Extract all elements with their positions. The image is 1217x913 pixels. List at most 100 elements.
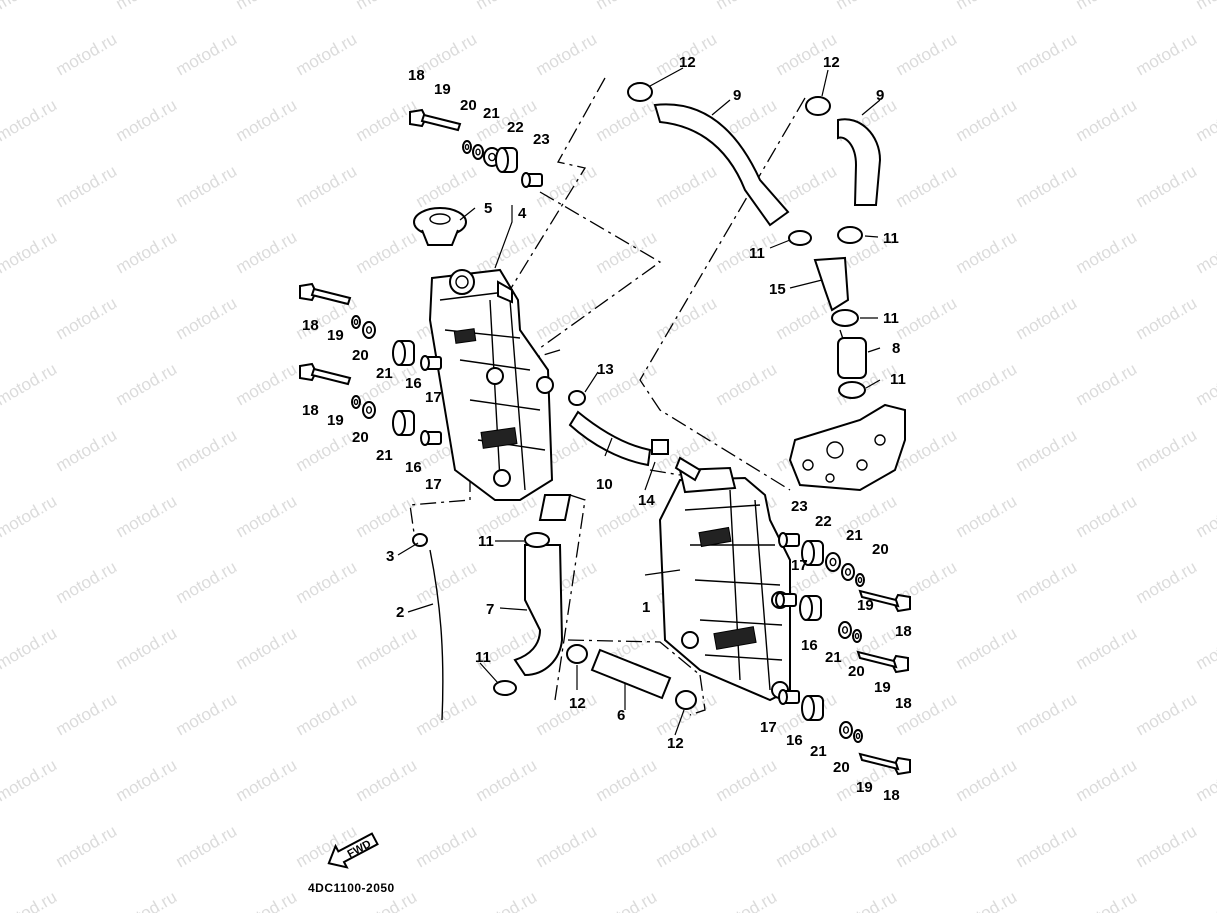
watermark-text: motod.ru — [113, 755, 181, 805]
callout-21: 21 — [376, 447, 393, 464]
watermark-text: motod.ru — [1073, 755, 1141, 805]
callout-19: 19 — [327, 327, 344, 344]
watermark-text: motod.ru — [473, 0, 541, 13]
callout-21: 21 — [810, 743, 827, 760]
bolt — [409, 108, 462, 132]
watermark-text: motod.ru — [1073, 95, 1141, 145]
collar — [778, 689, 800, 705]
watermark-text: motod.ru — [353, 755, 421, 805]
callout-19: 19 — [434, 81, 451, 98]
washer — [825, 552, 841, 572]
callout-14: 14 — [638, 492, 655, 509]
watermark-text: motod.ru — [413, 161, 481, 211]
hose-clamps — [412, 82, 866, 710]
callout-12b: 12 — [823, 54, 840, 71]
watermark-text: motod.ru — [1193, 491, 1217, 541]
watermark-text: motod.ru — [533, 293, 601, 343]
washer — [852, 629, 862, 643]
watermark-text: motod.ru — [1133, 557, 1201, 607]
watermark-text: motod.ru — [0, 755, 60, 805]
bolt — [858, 752, 911, 776]
watermark-text: motod.ru — [113, 227, 181, 277]
watermark-text: motod.ru — [0, 95, 60, 145]
watermark-text: motod.ru — [953, 887, 1021, 913]
watermark-text: motod.ru — [1013, 425, 1081, 475]
watermark-text: motod.ru — [773, 161, 841, 211]
watermark-text: motod.ru — [1133, 29, 1201, 79]
callout-11c: 11 — [883, 310, 899, 327]
watermark-text: motod.ru — [953, 755, 1021, 805]
callout-4: 4 — [518, 205, 527, 222]
callout-20: 20 — [352, 429, 369, 446]
callout-17: 17 — [425, 389, 442, 406]
watermark-text: motod.ru — [713, 227, 781, 277]
watermark-text: motod.ru — [593, 0, 661, 13]
bolt — [858, 589, 911, 613]
watermark-text: motod.ru — [953, 227, 1021, 277]
watermark-text: motod.ru — [173, 161, 241, 211]
watermark-text: motod.ru — [293, 161, 361, 211]
watermark-text: motod.ru — [653, 161, 721, 211]
watermark-text: motod.ru — [653, 821, 721, 871]
callout-5: 5 — [484, 200, 492, 217]
watermark-text: motod.ru — [0, 623, 60, 673]
watermark-text: motod.ru — [53, 29, 121, 79]
watermark-text: motod.ru — [233, 491, 301, 541]
watermark-text: motod.ru — [893, 29, 961, 79]
rubber-damper — [495, 147, 518, 173]
callout-21: 21 — [376, 365, 393, 382]
watermark-text: motod.ru — [953, 491, 1021, 541]
watermark-text: motod.ru — [953, 359, 1021, 409]
callout-18: 18 — [883, 787, 900, 804]
watermark-text: motod.ru — [293, 425, 361, 475]
watermark-text: motod.ru — [473, 755, 541, 805]
callout-20: 20 — [848, 663, 865, 680]
callout-8: 8 — [892, 340, 900, 357]
watermark-text: motod.ru — [1193, 359, 1217, 409]
callout-22: 22 — [507, 119, 524, 136]
watermark-text: motod.ru — [1193, 623, 1217, 673]
watermark-text: motod.ru — [413, 821, 481, 871]
callout-1: 1 — [642, 599, 650, 616]
watermark-text: motod.ru — [1073, 887, 1141, 913]
callout-19: 19 — [327, 412, 344, 429]
watermark-text: motod.ru — [533, 29, 601, 79]
washer — [351, 395, 361, 409]
watermark-text: motod.ru — [1073, 0, 1141, 13]
watermark-text: motod.ru — [413, 689, 481, 739]
watermark-text: motod.ru — [953, 0, 1021, 13]
watermark-text: motod.ru — [1013, 29, 1081, 79]
watermark-text: motod.ru — [1013, 821, 1081, 871]
watermark-text: motod.ru — [173, 425, 241, 475]
callout-19: 19 — [857, 597, 874, 614]
callout-17: 17 — [760, 719, 777, 736]
callout-20: 20 — [460, 97, 477, 114]
watermark-text: motod.ru — [53, 821, 121, 871]
watermark-text: motod.ru — [1193, 227, 1217, 277]
watermark-text: motod.ru — [893, 293, 961, 343]
callout-16: 16 — [786, 732, 803, 749]
callout-18: 18 — [408, 67, 425, 84]
washer — [841, 563, 855, 581]
watermark-text: motod.ru — [353, 227, 421, 277]
callout-18: 18 — [302, 317, 319, 334]
washer — [839, 721, 853, 739]
watermark-text: motod.ru — [713, 755, 781, 805]
watermark-text: motod.ru — [1133, 689, 1201, 739]
callout-18: 18 — [895, 623, 912, 640]
fastener-stacks — [299, 108, 911, 776]
watermark-text: motod.ru — [1193, 755, 1217, 805]
watermark-text: motod.ru — [953, 623, 1021, 673]
watermark-text: motod.ru — [173, 293, 241, 343]
watermark-text: motod.ru — [773, 821, 841, 871]
watermark-text: motod.ru — [1073, 359, 1141, 409]
watermark-text: motod.ru — [533, 689, 601, 739]
callout-17: 17 — [791, 557, 808, 574]
watermark-text: motod.ru — [1013, 161, 1081, 211]
watermark-text: motod.ru — [233, 359, 301, 409]
watermark-text: motod.ru — [113, 0, 181, 13]
watermark-text: motod.ru — [533, 161, 601, 211]
watermark-text: motod.ru — [53, 161, 121, 211]
